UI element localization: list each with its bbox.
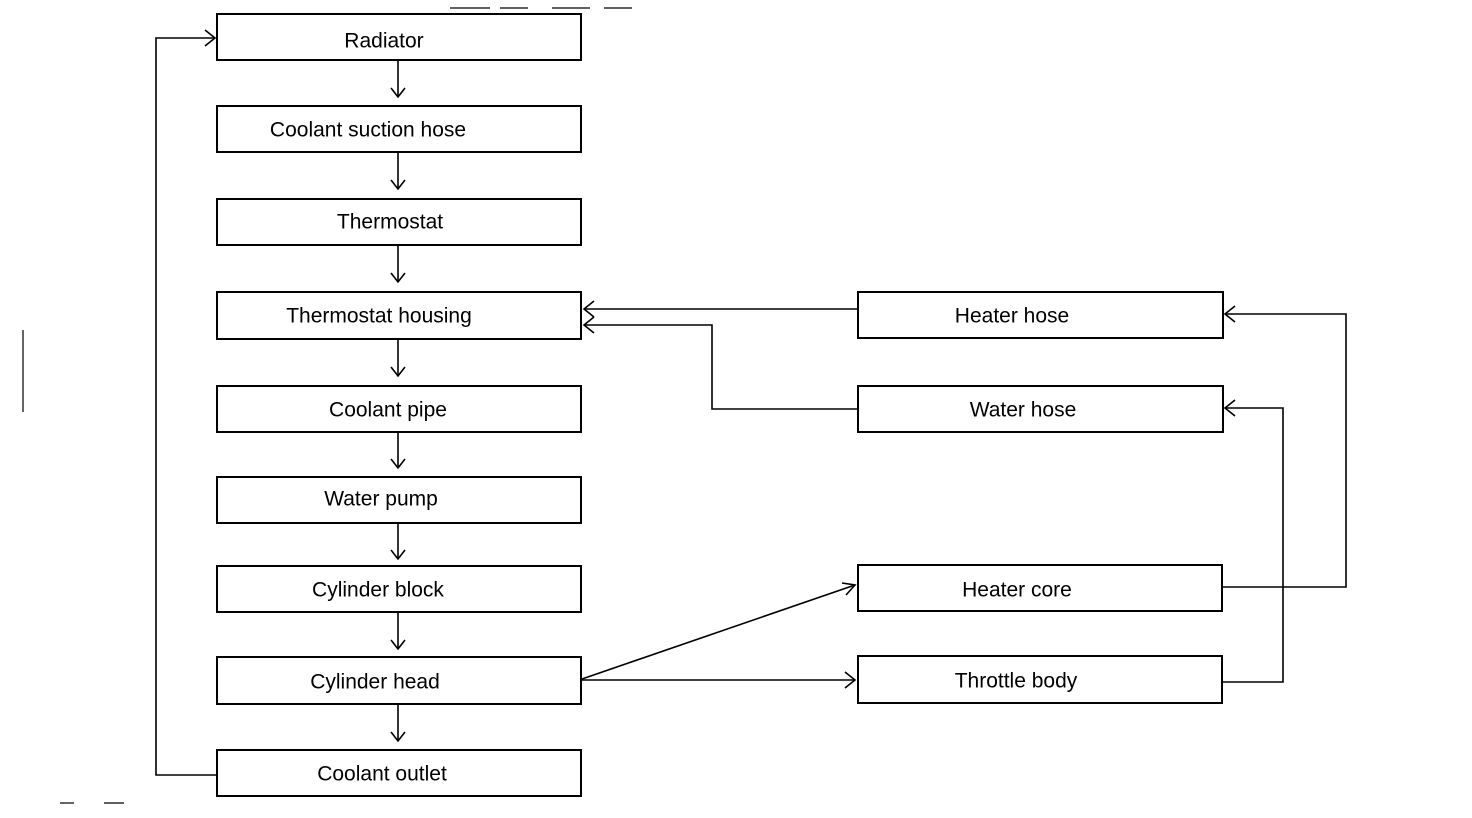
flow-arrow-cylinder-block-to-cylinder-head bbox=[390, 612, 406, 651]
node-label-coolant-pipe: Coolant pipe bbox=[329, 399, 447, 422]
flow-arrow-throttle-body-to-water-hose bbox=[1223, 399, 1284, 683]
node-label-radiator: Radiator bbox=[344, 30, 423, 53]
flow-arrow-water-hose-to-thermostat-housing bbox=[582, 316, 858, 410]
node-cylinder-block: Cylinder block bbox=[216, 565, 582, 613]
node-label-cylinder-block: Cylinder block bbox=[312, 579, 444, 602]
node-thermostat: Thermostat bbox=[216, 198, 582, 246]
flow-arrow-heater-core-to-heater-hose bbox=[1223, 305, 1347, 588]
node-thermostat-housing: Thermostat housing bbox=[216, 291, 582, 340]
node-label-water-hose: Water hose bbox=[970, 399, 1077, 422]
node-heater-hose: Heater hose bbox=[857, 291, 1224, 339]
node-label-coolant-outlet: Coolant outlet bbox=[317, 763, 447, 786]
node-heater-core: Heater core bbox=[857, 564, 1223, 612]
flow-arrow-cylinder-head-to-throttle-body bbox=[582, 671, 857, 689]
node-label-heater-hose: Heater hose bbox=[955, 305, 1069, 328]
node-label-thermostat: Thermostat bbox=[337, 211, 443, 234]
connectors bbox=[155, 29, 1347, 776]
flow-arrow-housing-to-coolant-pipe bbox=[390, 339, 406, 378]
node-water-hose: Water hose bbox=[857, 385, 1224, 433]
node-coolant-outlet: Coolant outlet bbox=[216, 749, 582, 797]
flow-arrow-cylinder-head-to-heater-core bbox=[581, 582, 857, 680]
node-coolant-pipe: Coolant pipe bbox=[216, 385, 582, 433]
flow-arrow-suction-hose-to-thermostat bbox=[390, 152, 406, 191]
flow-arrow-thermostat-to-housing bbox=[390, 245, 406, 284]
node-label-heater-core: Heater core bbox=[962, 579, 1072, 602]
node-cylinder-head: Cylinder head bbox=[216, 656, 582, 705]
node-label-water-pump: Water pump bbox=[324, 488, 438, 511]
node-water-pump: Water pump bbox=[216, 476, 582, 524]
flow-arrow-water-pump-to-cylinder-block bbox=[390, 523, 406, 561]
node-label-thermostat-housing: Thermostat housing bbox=[286, 305, 472, 328]
node-throttle-body: Throttle body bbox=[857, 655, 1223, 704]
node-label-cylinder-head: Cylinder head bbox=[310, 671, 440, 694]
node-coolant-suction-hose: Coolant suction hose bbox=[216, 105, 582, 153]
scan-marks bbox=[22, 7, 632, 804]
flow-arrow-heater-hose-to-thermostat-housing bbox=[582, 300, 858, 318]
node-label-coolant-suction-hose: Coolant suction hose bbox=[270, 119, 466, 142]
node-label-throttle-body: Throttle body bbox=[955, 670, 1078, 693]
flow-arrow-radiator-to-suction-hose bbox=[390, 60, 406, 99]
flow-arrow-coolant-pipe-to-water-pump bbox=[390, 432, 406, 470]
node-radiator: Radiator bbox=[216, 13, 582, 61]
flow-arrow-coolant-outlet-to-radiator bbox=[155, 29, 217, 776]
flow-arrow-cylinder-head-to-coolant-outlet bbox=[390, 704, 406, 743]
